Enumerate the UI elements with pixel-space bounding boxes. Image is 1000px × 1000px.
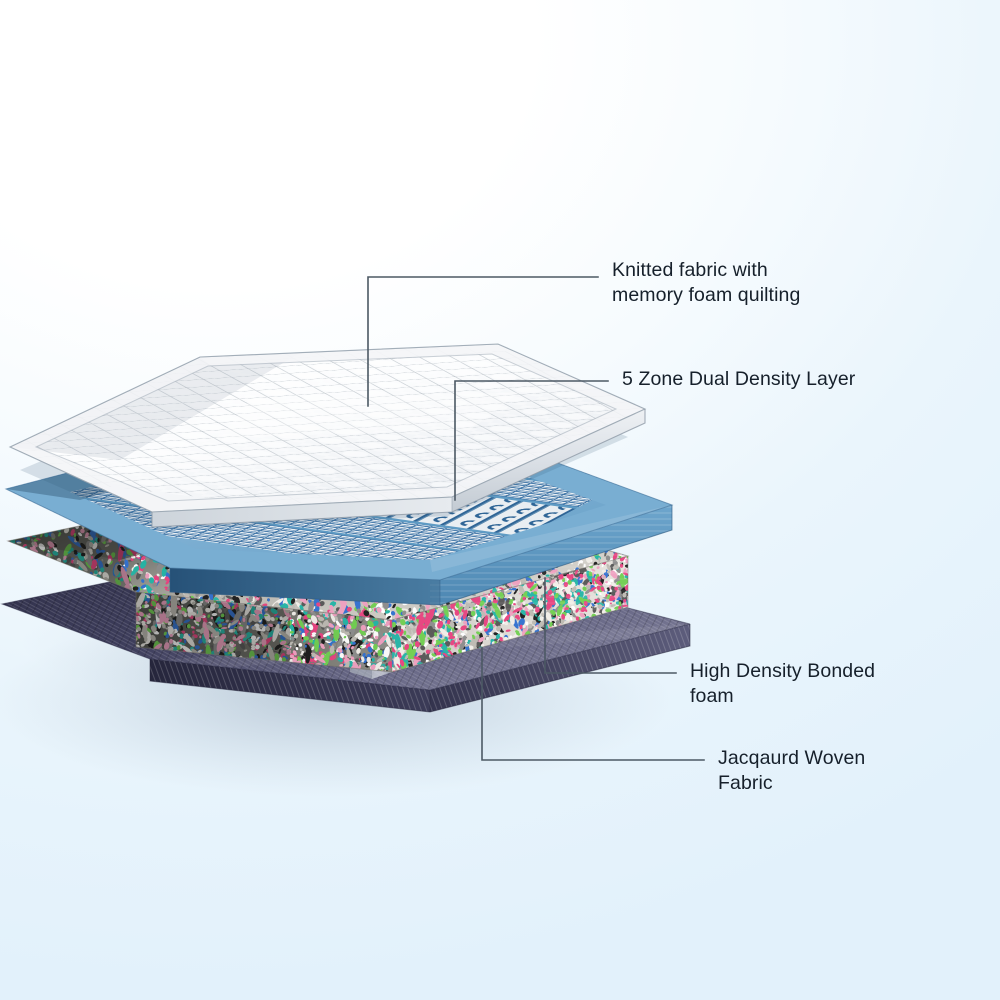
callout-label-5-zone-dual-density: 5 Zone Dual Density Layer (622, 368, 856, 390)
callout-label-high-density-bonded-foam: High Density Bonded foam (690, 660, 876, 707)
callout-label-jacquard-woven-fabric: Jacqaurd Woven Fabric (718, 747, 866, 794)
callout-leader-lines (367, 276, 705, 761)
callout-label-knitted-fabric: Knitted fabric with memory foam quilting (612, 259, 801, 306)
leader-line-jacquard-woven-fabric (481, 647, 705, 761)
leader-line-five-zone-layer (454, 380, 609, 501)
leader-line-knitted-fabric (367, 276, 599, 407)
layer-knitted-quilted-top (8, 343, 647, 530)
leader-line-high-density-bonded-foam (544, 577, 677, 674)
